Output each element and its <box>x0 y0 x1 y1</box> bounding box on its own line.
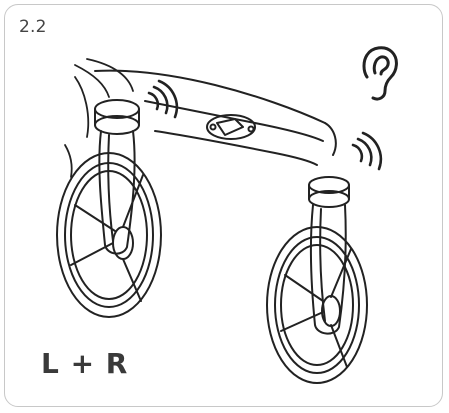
left-wheel <box>56 152 162 318</box>
stroller-front-wheels-illustration <box>56 46 398 384</box>
click-sound-icon <box>351 131 383 171</box>
front-crossbar <box>94 69 337 166</box>
ear-icon <box>362 46 398 101</box>
frame-left-edge <box>64 58 134 178</box>
left-wheel-fork <box>94 99 140 255</box>
step-number: 2.2 <box>19 17 47 37</box>
side-indicator: L + R <box>41 347 129 380</box>
instruction-panel: 2.2 <box>4 4 443 407</box>
click-sound-icon <box>147 79 179 119</box>
right-wheel-fork <box>308 176 350 335</box>
right-wheel <box>266 226 368 384</box>
